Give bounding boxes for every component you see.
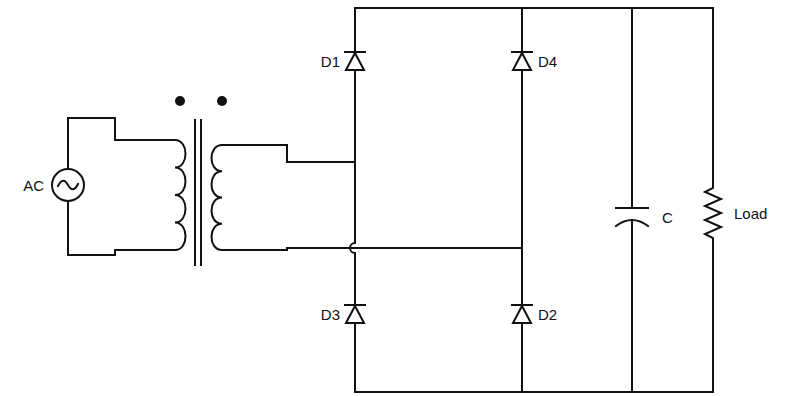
transformer-winding: [170, 140, 186, 250]
polarity-dot: [217, 96, 227, 106]
ac-source-symbol: [52, 169, 84, 201]
diode-symbol: [345, 52, 365, 70]
capacitor-label: C: [662, 210, 673, 225]
primary-wire: [68, 118, 170, 169]
transformer-core: [195, 120, 201, 265]
load-label: Load: [734, 206, 767, 221]
diode-label: D3: [321, 307, 340, 322]
diode-label: D2: [538, 307, 557, 322]
diode-label: D1: [321, 54, 340, 69]
capacitor-symbol: [616, 8, 648, 392]
ac-source-symbol: [58, 181, 78, 190]
diode-symbol: [512, 305, 532, 323]
rail-wire: [355, 8, 713, 392]
diode-symbol: [345, 305, 365, 323]
diode-symbol: [512, 52, 532, 70]
transformer-winding: [212, 145, 223, 250]
primary-wire: [68, 201, 170, 255]
secondary-wire: [222, 248, 522, 250]
source-label: AC: [23, 178, 44, 193]
polarity-dot: [175, 96, 185, 106]
resistor-symbol: [705, 8, 721, 392]
secondary-wire: [222, 145, 355, 162]
diode-label: D4: [538, 54, 557, 69]
